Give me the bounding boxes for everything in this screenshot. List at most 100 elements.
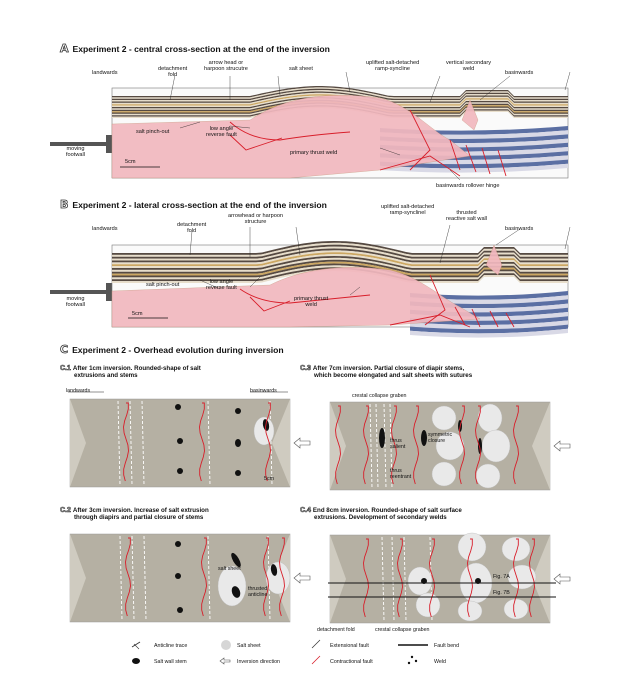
cover-layer (112, 267, 568, 282)
c4-fig7b-label: Fig. 7B (493, 590, 510, 596)
pre-kinematic-layer (380, 159, 568, 169)
footwall-piston (50, 142, 108, 146)
leader-line (449, 169, 461, 181)
cover-layer (112, 244, 568, 259)
salt-wall-stem (379, 428, 385, 448)
side-wall-right (532, 535, 550, 623)
salt-sheet (503, 598, 529, 620)
leader-line (277, 75, 281, 96)
anticline-trace (129, 400, 133, 486)
salt-sheet (477, 403, 503, 433)
salt-wall-stem (175, 404, 181, 410)
contractional-fault (513, 538, 519, 618)
a-rollover-label: basinwards rollover hinge (436, 183, 500, 189)
c1-basinwards-label: basinwards (250, 388, 277, 394)
leader-line (349, 286, 361, 296)
contractional-fault (363, 538, 369, 618)
anticline-trace-symbol (133, 643, 140, 650)
side-wall-right (532, 402, 550, 490)
salt-sheet (217, 565, 247, 607)
anticline-trace (391, 536, 395, 622)
c1-scale-label: 5cm (264, 476, 275, 482)
anticline-trace (143, 535, 147, 621)
c2-overhead-panel (69, 533, 311, 623)
fault-trace (379, 155, 461, 177)
leader-line (379, 147, 401, 156)
b-scale-label: 5cm (132, 311, 143, 317)
legend-fault-bend: Fault bend (434, 643, 460, 649)
legend-inversion-direction: Inversion direction (237, 659, 280, 665)
a-landwards-label: landwards (92, 70, 118, 76)
cover-layer (112, 87, 568, 99)
extensional-fault-symbol (311, 639, 321, 649)
fault-trace (389, 314, 471, 328)
salt-wall-stem (177, 438, 183, 444)
cover-layer (112, 257, 568, 272)
section-b-cross-section (50, 224, 571, 338)
anticline-trace (383, 403, 387, 489)
section-c-letter: C (60, 343, 69, 357)
cover-layer (112, 259, 568, 274)
side-wall-left (70, 399, 86, 487)
salt-sheet (407, 566, 433, 596)
salt-wall-stem (177, 607, 183, 613)
leader-line (429, 75, 441, 103)
leader-line (199, 279, 221, 290)
legend-symbols (131, 639, 428, 665)
leader-line (564, 71, 571, 91)
inversion-arrow (553, 440, 571, 452)
salt-sheet (253, 416, 275, 446)
anticline-trace (369, 403, 373, 489)
section-b-letter: B (60, 198, 69, 212)
side-wall-left (330, 402, 346, 490)
contractional-fault (529, 538, 535, 618)
contractional-fault (459, 405, 465, 485)
contractional-fault (199, 402, 205, 482)
cover-layer (112, 256, 568, 270)
footwall-plate (106, 135, 112, 153)
weld-symbol (407, 661, 411, 665)
cover-layer (112, 241, 568, 255)
a-scale-label: 5cm (125, 159, 136, 165)
c4-crestal-label: crestal collapse graben (375, 627, 430, 633)
anticline-trace (131, 535, 135, 621)
salt-sheet (501, 536, 531, 562)
legend-salt-sheet: Salt sheet (237, 643, 261, 649)
footwall-plate (106, 283, 112, 301)
salt-wall-stem (478, 438, 482, 454)
inversion-direction-symbol (219, 657, 231, 665)
salt-wall-stem (235, 439, 241, 447)
contractional-fault (279, 537, 285, 617)
pre-kinematic-layer (410, 320, 568, 330)
c4-detachment-fold-label: detachment fold (317, 627, 355, 633)
salt-sheet (457, 600, 483, 622)
c1-overhead-panel (68, 391, 311, 488)
salt-wall-stem (175, 541, 181, 547)
cover-layer (112, 86, 568, 98)
salt-sheet (507, 564, 537, 590)
anticline-trace (269, 400, 273, 486)
cover-layer (112, 246, 568, 261)
c2-salt-sheet-label: salt sheet (218, 566, 241, 572)
legend-anticline-trace: Anticline trace (154, 643, 188, 649)
contractional-fault-symbol (311, 655, 321, 665)
side-wall-left (330, 535, 346, 623)
fault-trace (239, 288, 371, 304)
fault-trace (229, 134, 283, 151)
fault-trace (449, 139, 507, 177)
contractional-fault (391, 405, 397, 485)
salt-sheet (265, 561, 291, 595)
cover-layer (112, 263, 568, 278)
salt-sheet (415, 592, 441, 618)
